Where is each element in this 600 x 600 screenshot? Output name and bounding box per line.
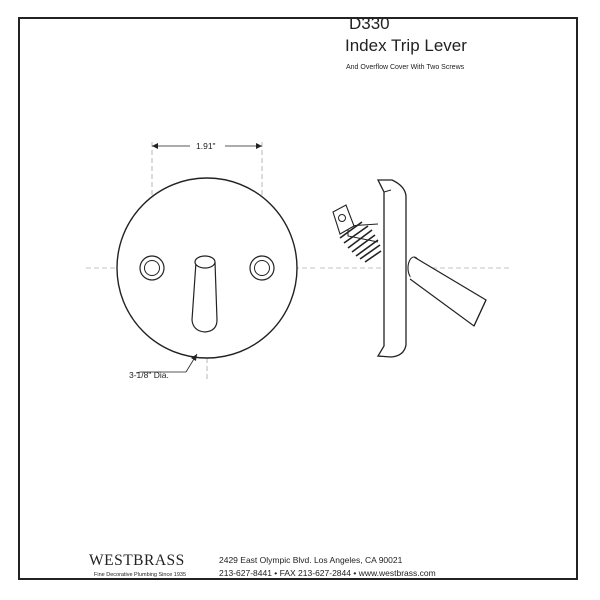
spring-coil xyxy=(339,221,382,263)
side-view xyxy=(320,179,512,358)
brand-tagline: Fine Decorative Plumbing Since 1935 xyxy=(94,572,187,578)
model-number: D330 xyxy=(349,14,390,33)
width-dimension-label: 1.91" xyxy=(196,141,216,151)
product-title: Index Trip Lever xyxy=(345,36,467,55)
drawing-sheet xyxy=(18,17,578,580)
left-screw-icon xyxy=(139,255,165,281)
width-dimension: 1.91" xyxy=(152,141,262,151)
brand-logo: WESTBRASS xyxy=(89,552,185,569)
right-screw-icon xyxy=(249,255,275,281)
overflow-cover-front-view xyxy=(116,177,298,359)
company-contact: 213-627-8441 • FAX 213-627-2844 • www.we… xyxy=(219,568,436,578)
diameter-dimension: 3-1/8" Dia. xyxy=(129,353,198,380)
trip-lever-front xyxy=(191,255,218,333)
product-subtitle: And Overflow Cover With Two Screws xyxy=(346,64,465,71)
diameter-dimension-label: 3-1/8" Dia. xyxy=(129,370,169,380)
company-address: 2429 East Olympic Blvd. Los Angeles, CA … xyxy=(219,555,403,565)
